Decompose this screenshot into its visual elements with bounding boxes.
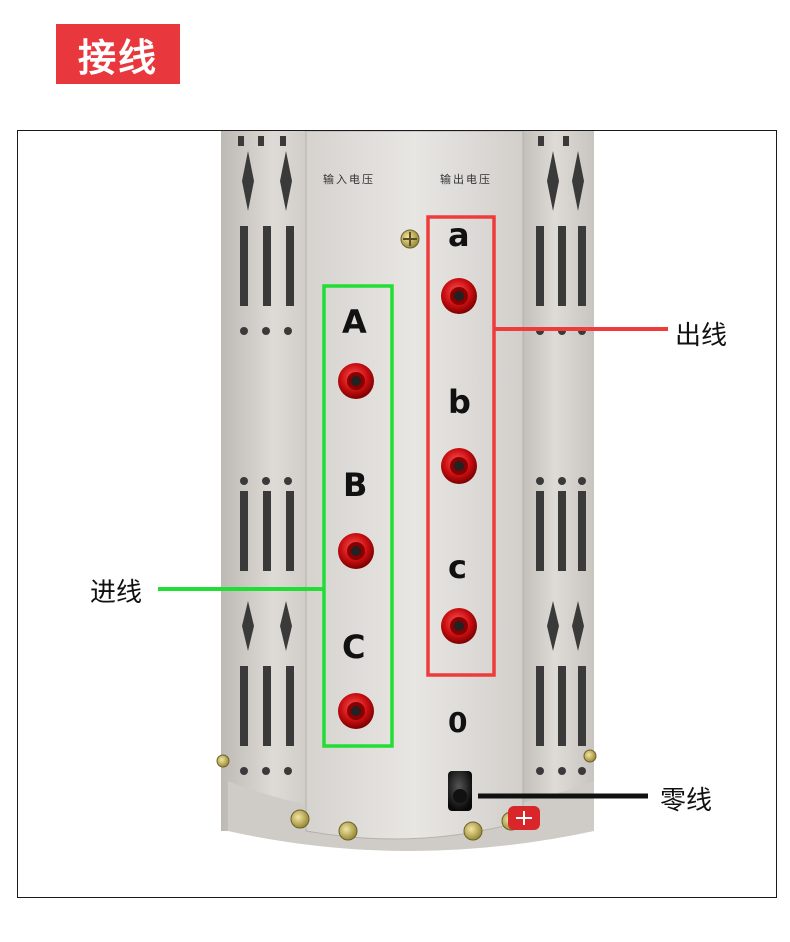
right-vents: [536, 136, 586, 775]
title-badge: 接线: [56, 24, 180, 84]
input-post-c: [338, 693, 374, 729]
terminal-letter-b-lower: b: [448, 383, 471, 421]
input-highlight-box: [322, 284, 394, 748]
terminal-letter-neutral: 0: [448, 706, 468, 739]
callout-input-lines: 进线: [90, 578, 143, 608]
callout-neutral-line: 零线: [660, 786, 713, 816]
terminal-letter-a-lower: a: [448, 216, 470, 254]
output-post-b: [441, 448, 477, 484]
input-voltage-label: 输入电压: [323, 173, 375, 186]
input-post-b: [338, 533, 374, 569]
output-post-c: [441, 608, 477, 644]
input-post-a: [338, 363, 374, 399]
terminal-letter-a-upper: A: [342, 303, 367, 341]
voltage-regulator-illustration: [158, 131, 668, 851]
product-photo: 输入电压 输出电压 A B C a b c 0: [17, 130, 777, 898]
output-post-a: [441, 278, 477, 314]
page-title: 接线: [77, 35, 158, 80]
neutral-post: [448, 771, 472, 811]
left-vents: [238, 136, 294, 775]
callout-output-lines: 出线: [675, 321, 728, 351]
terminal-letter-c-upper: C: [342, 628, 366, 666]
terminal-letter-b-upper: B: [343, 466, 368, 504]
output-voltage-label: 输出电压: [440, 173, 492, 186]
output-highlight-box: [426, 215, 496, 677]
terminal-letter-c-lower: c: [448, 548, 467, 586]
